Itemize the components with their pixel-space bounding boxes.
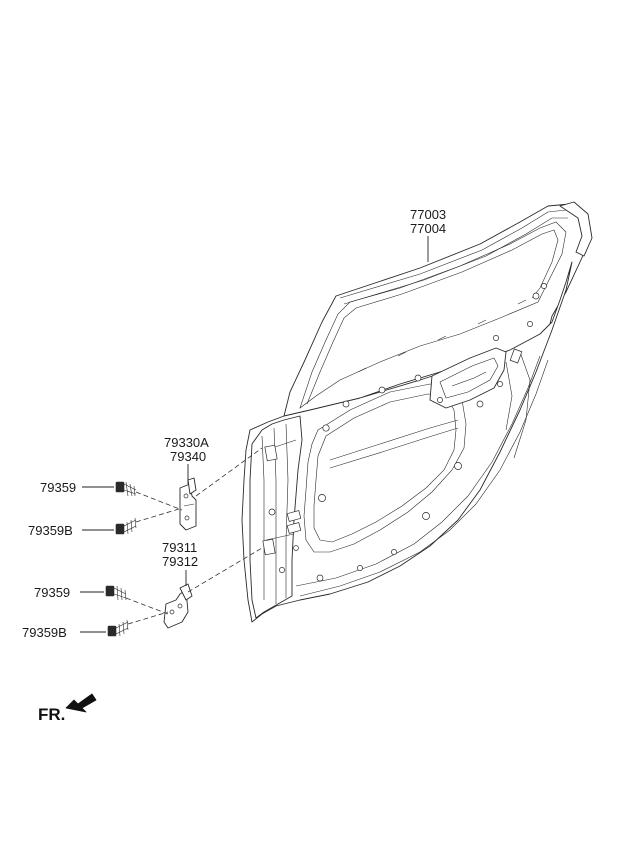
label-door-panel-a: 77003 — [410, 207, 446, 222]
upper-hinge — [179, 477, 197, 531]
label-lower-bolt: 79359 — [34, 585, 70, 600]
label-upper-bolt-b: 79359B — [28, 523, 73, 538]
label-door-panel-b: 77004 — [410, 221, 446, 236]
label-lower-hinge-a: 79311 — [162, 540, 197, 555]
label-upper-hinge-b: 79340 — [170, 449, 206, 464]
lower-bolt — [105, 585, 127, 601]
label-upper-hinge-a: 79330A — [164, 435, 209, 450]
label-lower-bolt-b: 79359B — [22, 625, 67, 640]
upper-bolt-b — [115, 517, 137, 535]
leader-lines — [80, 236, 429, 633]
label-lower-hinge-b: 79312 — [162, 554, 198, 569]
front-label: FR. — [38, 705, 65, 724]
label-upper-bolt: 79359 — [40, 480, 76, 495]
lower-hinge — [163, 583, 193, 629]
lower-bolt-b — [107, 619, 129, 637]
rear-door-panel — [241, 201, 593, 623]
front-arrow-icon — [65, 693, 97, 713]
front-direction-indicator: FR. — [38, 693, 97, 724]
upper-bolt — [115, 481, 137, 497]
